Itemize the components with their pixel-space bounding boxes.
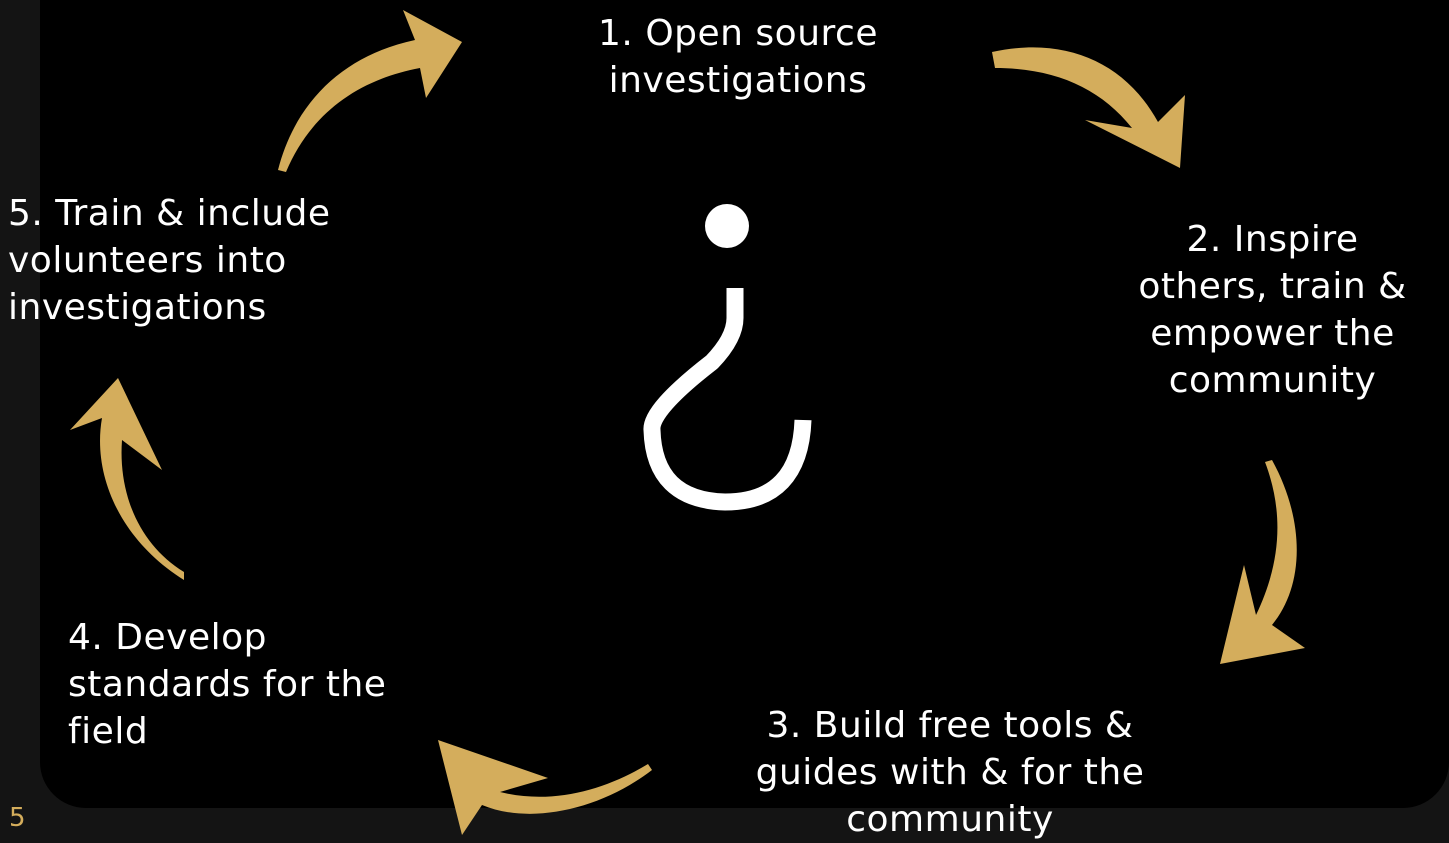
inverted-question-mark-icon xyxy=(643,204,812,511)
curved-arrow-icon xyxy=(70,378,184,580)
curved-arrow-icon xyxy=(278,10,462,172)
step-1-label: 1. Open source investigations xyxy=(598,13,878,101)
page-number: 5 xyxy=(9,803,26,833)
slide-panel xyxy=(40,0,1449,808)
curved-arrow-icon xyxy=(438,740,652,835)
curved-arrow-icon xyxy=(992,47,1185,169)
step-2-label: 2. Inspire others, train & empower the c… xyxy=(1138,219,1407,401)
step-4-label: 4. Develop standards for the field xyxy=(68,617,387,752)
curved-arrow-icon xyxy=(1220,460,1305,664)
step-3-label: 3. Build free tools & guides with & for … xyxy=(755,705,1145,840)
step-5-label: 5. Train & include volunteers into inves… xyxy=(8,193,331,328)
